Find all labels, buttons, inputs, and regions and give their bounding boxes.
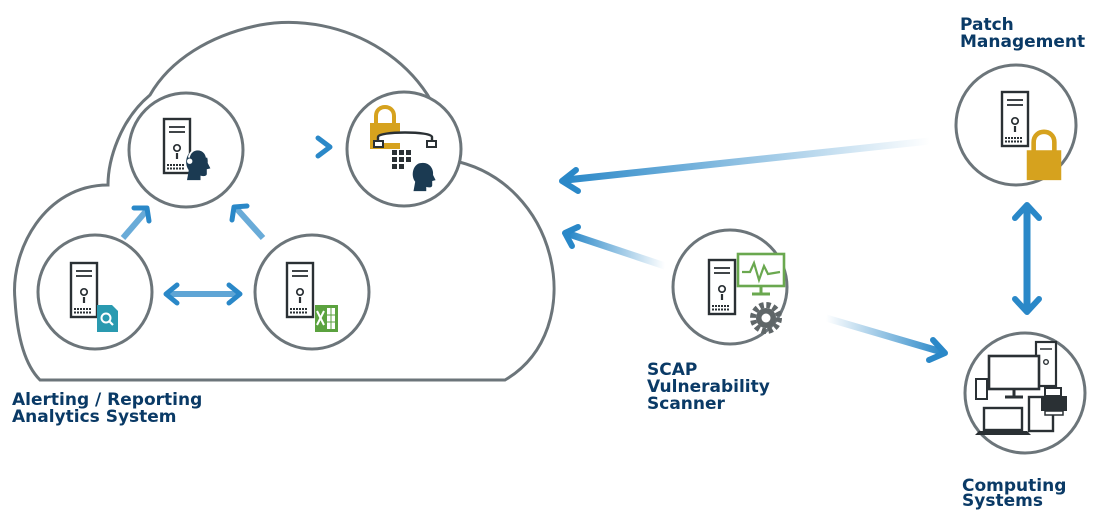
keypad-icon: [392, 150, 411, 169]
node-helpdesk: [345, 90, 463, 208]
scap-scanner-label: SCAP Vulnerability Scanner: [647, 362, 770, 413]
monitor-chart-icon: [736, 252, 786, 296]
arrow-search-to-support: [120, 205, 152, 240]
scap-scanner-line-3: Scanner: [647, 394, 725, 414]
node-patch-management: [954, 63, 1078, 187]
computing-systems-label: Computing Systems: [962, 476, 1067, 511]
arrow-support-to-helpdesk: [260, 135, 333, 159]
arrow-scanner-to-computing: [825, 314, 948, 363]
patch-management-line-2: Management: [960, 32, 1086, 52]
arrow-patch-to-cloud: [559, 137, 931, 194]
magnifier-document-icon: [97, 305, 118, 332]
arrow-scanner-to-cloud: [562, 224, 667, 270]
patch-management-line-1: Patch: [960, 15, 1014, 35]
arrow-search-spreadsheet-bidirectional: [163, 282, 243, 306]
node-support-server: [127, 91, 245, 209]
arrow-spreadsheet-to-support: [229, 203, 266, 241]
computing-systems-line-1: Computing: [962, 476, 1067, 496]
arrow-patch-computing-bidirectional: [1012, 202, 1042, 315]
phone-icon: [373, 131, 437, 148]
alerting-reporting-label: Alerting / Reporting Analytics System: [12, 392, 202, 426]
node-spreadsheet-server: [253, 233, 371, 351]
alerting-reporting-line-2: Analytics System: [12, 407, 177, 427]
devices-icon: [975, 340, 1067, 435]
gear-icon: [750, 302, 782, 334]
patch-management-label: Patch Management: [960, 17, 1085, 51]
node-computing-systems: [963, 331, 1087, 455]
computing-systems-line-2: Systems: [962, 491, 1043, 511]
support-headset-icon: [186, 148, 211, 181]
scap-scanner-line-1: SCAP: [647, 360, 698, 380]
scap-scanner-line-2: Vulnerability: [647, 377, 770, 397]
node-scap-scanner: [671, 228, 789, 346]
alerting-reporting-line-1: Alerting / Reporting: [12, 390, 203, 410]
node-search-server: [36, 233, 154, 351]
spreadsheet-icon: [315, 305, 338, 332]
